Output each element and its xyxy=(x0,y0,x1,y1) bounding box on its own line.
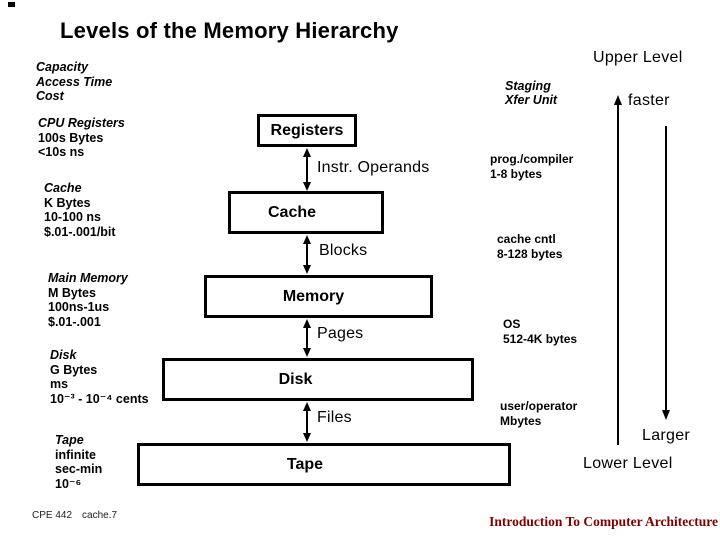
slide-title: Levels of the Memory Hierarchy xyxy=(60,18,399,43)
legend-line-access-time: Access Time xyxy=(36,74,113,89)
level-detail: $.01-.001 xyxy=(48,314,101,329)
xfer-unit-line: prog./compiler xyxy=(490,152,574,166)
larger-label: Larger xyxy=(642,427,691,444)
disk-box-label: Disk xyxy=(278,370,313,388)
level-detail: 100s Bytes xyxy=(38,130,104,145)
level-detail: sec-min xyxy=(55,462,103,476)
level-detail: infinite xyxy=(55,447,96,462)
xfer-unit-user-operator: user/operator Mbytes xyxy=(500,399,577,429)
xfer-unit-line: 8-128 bytes xyxy=(497,247,563,261)
level-name: Main Memory xyxy=(48,271,128,285)
xfer-unit-line: Mbytes xyxy=(500,414,542,428)
level-info-tape: Tape infinite sec-min 10⁻⁶ xyxy=(55,433,102,491)
level-detail: M Bytes xyxy=(48,285,96,300)
level-name: CPU Registers xyxy=(38,116,125,130)
lower-level-label: Lower Level xyxy=(583,455,673,472)
registers-box: Registers xyxy=(257,114,357,147)
slide-corner-mark xyxy=(8,2,15,7)
xfer-unit-line: 512-4K bytes xyxy=(503,332,578,346)
upper-level-label: Upper Level xyxy=(593,49,683,66)
level-detail: 10⁻³ - 10⁻⁴ cents xyxy=(50,391,149,406)
faster-label: faster xyxy=(628,92,670,109)
transfer-label-pages: Pages xyxy=(317,325,364,342)
transfer-label-files: Files xyxy=(317,409,352,426)
level-detail: ms xyxy=(50,377,69,391)
level-detail: K Bytes xyxy=(44,195,91,210)
footer-page-ref: cache.7 xyxy=(82,510,118,521)
level-name: Cache xyxy=(44,181,82,195)
level-info-disk: Disk G Bytes ms 10⁻³ - 10⁻⁴ cents xyxy=(50,348,149,406)
memory-box-label: Memory xyxy=(282,287,345,305)
registers-box-label: Registers xyxy=(270,121,344,139)
xfer-unit-line: 1-8 bytes xyxy=(490,167,543,181)
level-name: Disk xyxy=(50,348,77,362)
tape-box-label: Tape xyxy=(286,455,324,473)
level-detail: 100ns-1us xyxy=(48,300,110,314)
level-name: Tape xyxy=(55,433,84,447)
level-detail: <10s ns xyxy=(38,145,85,159)
level-info-cache: Cache K Bytes 10-100 ns $.01-.001/bit xyxy=(44,181,116,239)
level-detail: 10⁻⁶ xyxy=(55,476,82,491)
legend-line-capacity: Capacity xyxy=(36,60,89,74)
level-info-cpu-registers: CPU Registers 100s Bytes <10s ns xyxy=(38,116,125,160)
footer-course-title: Introduction To Computer Architecture xyxy=(489,514,718,529)
staging-line: Xfer Unit xyxy=(505,93,558,107)
capacity-legend: Capacity Access Time Cost xyxy=(36,60,112,104)
xfer-unit-line: user/operator xyxy=(500,399,578,413)
level-detail: 10-100 ns xyxy=(44,210,101,224)
disk-box: Disk xyxy=(162,358,474,401)
level-info-main-memory: Main Memory M Bytes 100ns-1us $.01-.001 xyxy=(48,271,128,329)
footer-slide-id: CPE 442 cache.7 xyxy=(32,510,117,521)
cache-box: Cache xyxy=(228,191,384,234)
staging-xfer-unit-label: Staging Xfer Unit xyxy=(505,79,557,107)
footer-course-code: CPE 442 xyxy=(32,510,73,521)
level-detail: $.01-.001/bit xyxy=(44,224,116,239)
cache-box-label: Cache xyxy=(267,203,317,221)
xfer-unit-cache-cntl: cache cntl 8-128 bytes xyxy=(497,232,562,262)
xfer-unit-line: OS xyxy=(503,317,521,331)
memory-box: Memory xyxy=(204,275,433,318)
xfer-unit-prog-compiler: prog./compiler 1-8 bytes xyxy=(490,152,573,182)
transfer-label-blocks: Blocks xyxy=(319,242,368,259)
transfer-label-instr-operands: Instr. Operands xyxy=(317,159,430,176)
xfer-unit-os: OS 512-4K bytes xyxy=(503,317,577,347)
staging-line: Staging xyxy=(505,79,551,93)
level-detail: G Bytes xyxy=(50,362,98,377)
tape-box: Tape xyxy=(137,443,511,486)
legend-line-cost: Cost xyxy=(36,89,64,103)
xfer-unit-line: cache cntl xyxy=(497,232,556,246)
